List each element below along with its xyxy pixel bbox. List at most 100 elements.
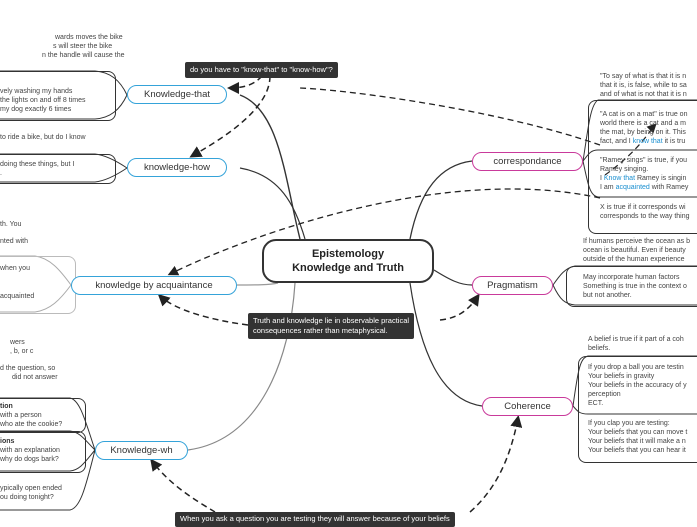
corr2-line4-post: it is tru [662,138,686,145]
kh2-line: . [0,170,2,177]
central-topic-line2: Knowledge and Truth [292,262,404,274]
corr2-line4-pre: fact, and I [600,138,633,145]
wh3-line: ions [0,438,15,445]
connector-knowledge-how [239,167,306,240]
node-pragmatism[interactable]: Pragmatism [472,276,553,295]
node-knowledge-wh[interactable]: Knowledge-wh [95,441,188,460]
wh2-line: tion [0,403,13,410]
corr1-text: "To say of what is that it is n that it … [600,72,687,99]
kt1-text: wards moves the bike s will steer the bi… [0,33,125,60]
callout-know-that-how[interactable]: do you have to "know-that" to "know-how"… [185,62,338,78]
leaf-box-wh3 [0,431,86,473]
wh2-text: tion with a person who ate the cookie? [0,402,62,429]
coh2-line: ECT. [588,400,604,407]
leaf-line-coh2 [572,405,697,415]
corr3-line4: I am acquainted with Ramey [600,183,688,192]
ka-text-4: acquainted [0,293,35,300]
leaf-box-wh2 [0,398,86,433]
corr3-line4-pre: I am [600,184,616,191]
dashed-link-corr-right [604,123,657,176]
node-correspondance[interactable]: correspondance [472,152,583,171]
ka-text-2: nted with [0,238,29,245]
corr3-line3-pre: I [600,175,604,182]
node-coherence[interactable]: Coherence [482,397,573,416]
ka-text-3: when you [0,265,30,272]
connector-acquaintance [236,282,279,286]
central-topic[interactable]: Epistemology Knowledge and Truth [262,239,434,283]
wh2-line: with a person [0,412,42,419]
node-knowledge-that[interactable]: Knowledge-that [127,85,227,104]
leaf-line-ka2 [0,284,72,313]
prag1-line: ocean is beautiful. Even if beauty [583,247,686,254]
corr1-line: that it is, is false, while to sa [600,82,687,89]
dashed-link-bottom-wh [150,458,216,513]
leaf-box-kt2 [0,71,116,121]
coh2-text: If you drop a ball you are testin Your b… [588,363,687,408]
corr4-text: X is true if it corresponds wi correspon… [600,203,690,221]
coh2-line: Your beliefs in the accuracy of y [588,382,687,389]
wh2-line: who ate the cookie? [0,421,63,428]
leaf-line-wh4 [0,449,96,511]
leaf-box-kh2 [0,154,116,184]
coh3-line: Your beliefs that you can hear it [588,447,686,454]
connector-knowledge-that [239,94,301,240]
ka-text-1: th. You [0,221,22,228]
wh4-line: ypically open ended [0,485,62,492]
prag2-line: May incorporate human factors [583,274,680,281]
leaf-box-corr [588,100,697,234]
kh2-line: doing these things, but I [0,161,75,168]
leaf-line-corr2 [582,149,697,162]
node-knowledge-acquaintance[interactable]: knowledge by acquaintance [71,276,237,295]
coh2-line: perception [588,391,621,398]
coh3-line: Your beliefs that you can move t [588,429,688,436]
corr3-know-that-link[interactable]: Know that [603,175,636,182]
kt2-line: the lights on and off 8 times [0,97,86,104]
leaf-box-prag2 [566,266,697,307]
wh3-line: why do dogs bark? [0,456,59,463]
kt1-line: s will steer the bike [53,43,113,50]
wh4-text: ypically open ended ou doing tonight? [0,484,62,502]
corr3-line: "Ramey sings" is true, if you [600,157,688,164]
kt1-line: wards moves the bike [55,34,123,41]
leaf-line-prag2 [552,284,697,306]
connector-pragmatism [433,269,473,286]
corr2-text: "A cat is on a mat" is true on world the… [600,110,687,146]
kt2-line: my dog exactly 6 times [0,106,72,113]
corr2-line4: fact, and I know that it is tru [600,137,687,146]
dashed-link-corr-acquaint [167,188,601,276]
wh3-line: with an explanation [0,447,60,454]
leaf-box-coh [578,356,697,463]
corr3-line: Ramey singing. [600,166,649,173]
corr4-line: corresponds to the way thing [600,213,690,220]
kt2-text: vely washing my hands the lights on and … [0,87,85,114]
wh3-text: ions with an explanation why do dogs bar… [0,437,60,464]
prag2-line: but not another. [583,292,632,299]
callout-practical-consequences[interactable]: Truth and knowledge lie in observable pr… [248,313,415,339]
prag1-line: If humans perceive the ocean as b [583,238,691,245]
coh2-line: If you drop a ball you are testin [588,364,684,371]
dashed-link-corr-that [299,87,601,146]
coh2-line: Your beliefs in gravity [588,373,655,380]
central-topic-line1: Epistemology [311,248,385,260]
wh1-text: wers , b, or c d the question, so did no… [0,338,58,382]
corr4-line: X is true if it corresponds wi [600,204,686,211]
wh1-line: did not answer [12,374,58,381]
wh1-line: d the question, so [0,365,56,372]
wh1-line: wers [10,339,25,346]
wh1-line: , b, or c [10,348,34,355]
coh1-text: A belief is true if it part of a coh bel… [588,335,684,353]
connector-correspondance [409,160,473,240]
coh3-line: Your beliefs that it will make a n [588,438,686,445]
prag1-line: outside of the human experience [583,256,685,263]
corr1-line: "To say of what is that it is n [600,73,687,80]
corr2-line: "A cat is on a mat" is true on [600,111,688,118]
kh1-text: to ride a bike, but do I know [0,134,86,141]
coh3-text: If you clap you are testing: Your belief… [588,419,687,455]
coh3-line: If you clap you are testing: [588,420,670,427]
node-knowledge-how[interactable]: knowledge-how [127,158,227,177]
connector-coherence [409,282,483,407]
prag2-line: Something is true in the context o [583,283,687,290]
corr3-acquainted-link[interactable]: acquainted [615,184,650,191]
corr2-know-that-link[interactable]: know that [632,138,663,145]
corr3-line4-post: with Ramey [649,184,689,191]
